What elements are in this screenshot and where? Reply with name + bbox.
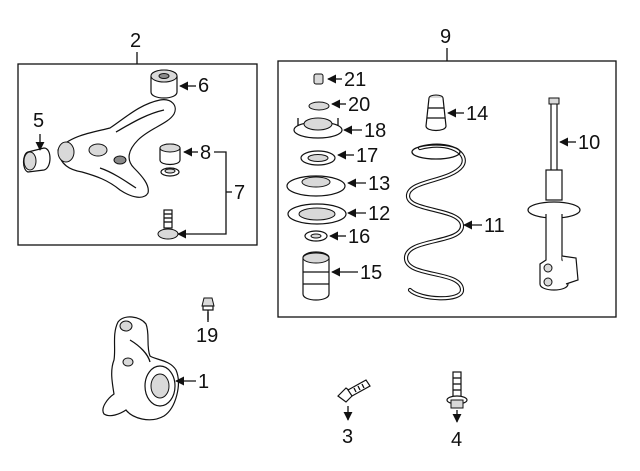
callout-11: 11: [484, 215, 505, 237]
control-arm-group: [17, 52, 258, 246]
callout-6: 6: [198, 75, 209, 97]
callout-12: 12: [368, 203, 390, 225]
callout-17: 17: [356, 145, 378, 167]
callout-10: 10: [578, 132, 600, 154]
callout-13: 13: [368, 173, 390, 195]
lower-control-arm: [57, 99, 176, 198]
callout-8: 8: [200, 142, 211, 164]
hex-bolt: [337, 379, 371, 421]
callout-3: 3: [342, 426, 353, 448]
strut-mount: [293, 117, 343, 139]
dust-boot: [302, 251, 330, 301]
spring-insulator: [287, 203, 347, 225]
ball-joint: [157, 209, 179, 240]
callout-4: 4: [451, 429, 462, 451]
washer: [304, 230, 328, 242]
steering-knuckle: [102, 316, 179, 421]
leader-7: [177, 151, 227, 239]
bushing-front: [22, 147, 51, 173]
callout-2: 2: [130, 30, 141, 52]
dust-cap: [308, 101, 330, 111]
shock-strut: [527, 97, 581, 291]
coil-spring: [403, 143, 466, 301]
strut-group: [277, 48, 617, 318]
callout-21: 21: [344, 69, 366, 91]
bushing-rear: [150, 69, 178, 99]
callout-19: 19: [196, 325, 218, 347]
strut-nut: [313, 73, 324, 85]
callout-9: 9: [440, 26, 451, 48]
callout-20: 20: [348, 94, 370, 116]
bearing: [300, 150, 336, 166]
flange-bolt: [446, 371, 468, 423]
callout-15: 15: [360, 262, 382, 284]
callout-14: 14: [466, 103, 488, 125]
control-arm-box: [17, 63, 258, 246]
callout-5: 5: [33, 110, 44, 132]
bushing-small: [159, 143, 181, 177]
callout-1: 1: [198, 371, 209, 393]
bump-stop: [425, 94, 447, 132]
upper-spring-seat: [286, 175, 346, 197]
callout-18: 18: [364, 120, 386, 142]
callout-7: 7: [234, 182, 245, 204]
callout-16: 16: [348, 226, 370, 248]
